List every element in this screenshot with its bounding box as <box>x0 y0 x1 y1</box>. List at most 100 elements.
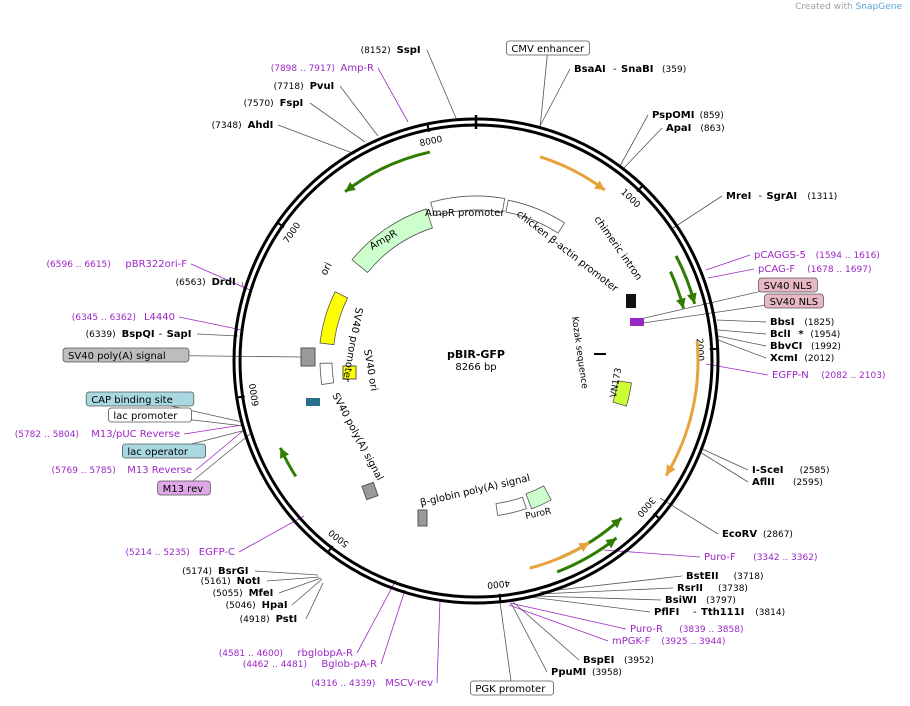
enzyme-dash: - <box>613 64 617 75</box>
primer-pos: (4462 .. 4481) <box>243 660 307 670</box>
enzyme-label: (7570)FspI <box>244 98 304 109</box>
feature-box-text: SV40 NLS <box>770 297 819 308</box>
enzyme-label: BspEI(3952) <box>583 655 654 666</box>
primer-label: Puro-R(3839 .. 3858) <box>630 624 743 635</box>
orange-arrow-right-head <box>666 464 676 476</box>
enzyme-pos: (8152) <box>361 46 391 56</box>
leader-line <box>380 589 406 665</box>
leader-line <box>178 316 243 331</box>
tick-mark <box>636 185 643 193</box>
leader-line <box>717 339 767 359</box>
tick-label: 6000 <box>248 382 261 406</box>
enzyme-pos: (5055) <box>213 589 243 599</box>
boxed-feature: SV40 poly(A) signal <box>62 347 190 363</box>
boxed-feature: SV40 NLS <box>764 293 824 309</box>
leader-line <box>705 363 769 376</box>
enzyme-pos: (3797) <box>706 596 736 606</box>
primer-label: EGFP-C(5214 .. 5235) <box>126 547 235 558</box>
primer-name: mPGK-F <box>612 636 651 647</box>
primer-name: Puro-F <box>704 552 736 563</box>
enzyme-pos: (6563) <box>176 278 206 288</box>
leader-line <box>699 447 749 471</box>
enzyme-name: DrdI <box>212 277 236 288</box>
primer-name: M13/pUC Reverse <box>91 429 180 440</box>
primer-pos: (5782 .. 5804) <box>15 430 79 440</box>
inner-feature-label: ori <box>319 261 335 278</box>
feature-box-text: lac operator <box>127 447 188 458</box>
boxed-feature: CMV enhancer <box>505 40 590 56</box>
feature-box-text: M13 rev <box>163 484 204 495</box>
feature-box-text: CAP binding site <box>91 395 173 406</box>
primer-label: Bglob-pA-R(4462 .. 4481) <box>243 659 377 670</box>
inner-feature-label: AmpR promoter <box>425 208 505 219</box>
primer-name: pCAGGS-5 <box>754 250 806 261</box>
leader-line <box>277 124 356 155</box>
leader-line <box>705 254 751 271</box>
enzyme-name: BstEII <box>686 571 719 582</box>
primer-label: EGFP-N(2082 .. 2103) <box>772 370 885 381</box>
enzyme-name: XcmI <box>770 353 798 364</box>
puro-arrow <box>559 516 623 560</box>
enzyme-suffix: SnaBI <box>621 64 653 75</box>
sv40-polya-block <box>300 347 316 367</box>
primer-name: EGFP-N <box>772 370 809 381</box>
leader-line <box>509 602 627 630</box>
enzyme-label: RsrII(3738) <box>677 583 748 594</box>
primer-label: M13 Reverse(5769 .. 5785) <box>52 465 192 476</box>
enzyme-label: PspOMI(859) <box>652 110 724 121</box>
tick-mark <box>327 545 334 553</box>
enzyme-label: (5055) MfeI <box>213 588 274 599</box>
enzyme-label: PflFI-Tth111I(3814) <box>654 607 785 618</box>
primer-pos: (6345 .. 6362) <box>72 313 136 323</box>
enzyme-label: ApaI(863) <box>666 123 725 134</box>
enzyme-label: PpuMI(3958) <box>551 667 622 678</box>
enzyme-label: BsiWI(3797) <box>665 595 736 606</box>
puror-band <box>525 485 552 510</box>
leader-line <box>619 114 649 167</box>
actin-promoter-band <box>505 199 566 234</box>
primer-label: mPGK-F(3925 .. 3944) <box>612 636 725 647</box>
primer-pos: (3839 .. 3858) <box>679 625 743 635</box>
tick-mark <box>652 512 660 519</box>
leader-line <box>291 578 323 606</box>
sv40-cds-arrow-head <box>280 447 290 459</box>
enzyme-name: ApaI <box>666 123 691 134</box>
primer-name: EGFP-C <box>199 547 235 558</box>
inner-feature-label: SV40 ori <box>361 349 379 392</box>
feature-box <box>758 277 818 293</box>
bglobin-polya-block <box>417 509 428 527</box>
leader-line <box>539 47 549 129</box>
leader-line <box>238 515 305 553</box>
tick-mark <box>426 124 430 132</box>
enzyme-name: BspQI <box>122 329 155 340</box>
enzyme-name: PvuI <box>310 81 335 92</box>
enzyme-label: I-SceI(2585) <box>752 465 830 476</box>
leader-line <box>621 127 663 171</box>
intron-arrow-head <box>676 297 686 309</box>
mini-feature-1 <box>626 294 636 308</box>
leader-line <box>436 599 441 684</box>
enzyme-label: (5046)HpaI <box>226 600 288 611</box>
boxed-feature: CAP binding site <box>85 391 195 407</box>
enzyme-name: BspEI <box>583 655 614 666</box>
primer-label: pCAGGS-5(1594 .. 1616) <box>754 250 880 261</box>
snapgene-credit: Created with SnapGene <box>795 2 902 12</box>
enzyme-pos: (7570) <box>244 99 274 109</box>
boxed-feature: lac operator <box>122 443 206 459</box>
enzyme-label: AflII(2595) <box>752 477 823 488</box>
leader-line <box>377 67 409 123</box>
enzyme-label: BbsI(1825) <box>770 317 834 328</box>
tick-label: 8000 <box>419 135 444 149</box>
enzyme-dash: - <box>159 329 163 340</box>
leader-line <box>529 596 651 613</box>
leader-line <box>539 68 571 127</box>
sv40-polya-lower <box>361 481 379 501</box>
sv40-ori-block <box>342 365 357 380</box>
leader-line <box>195 429 245 471</box>
enzyme-name: MfeI <box>249 588 274 599</box>
enzyme-name: AflII <box>752 477 775 488</box>
leader-line <box>699 451 749 483</box>
enzyme-label: BstEII(3718) <box>686 571 764 582</box>
primer-name: MSCV-rev <box>385 678 433 689</box>
